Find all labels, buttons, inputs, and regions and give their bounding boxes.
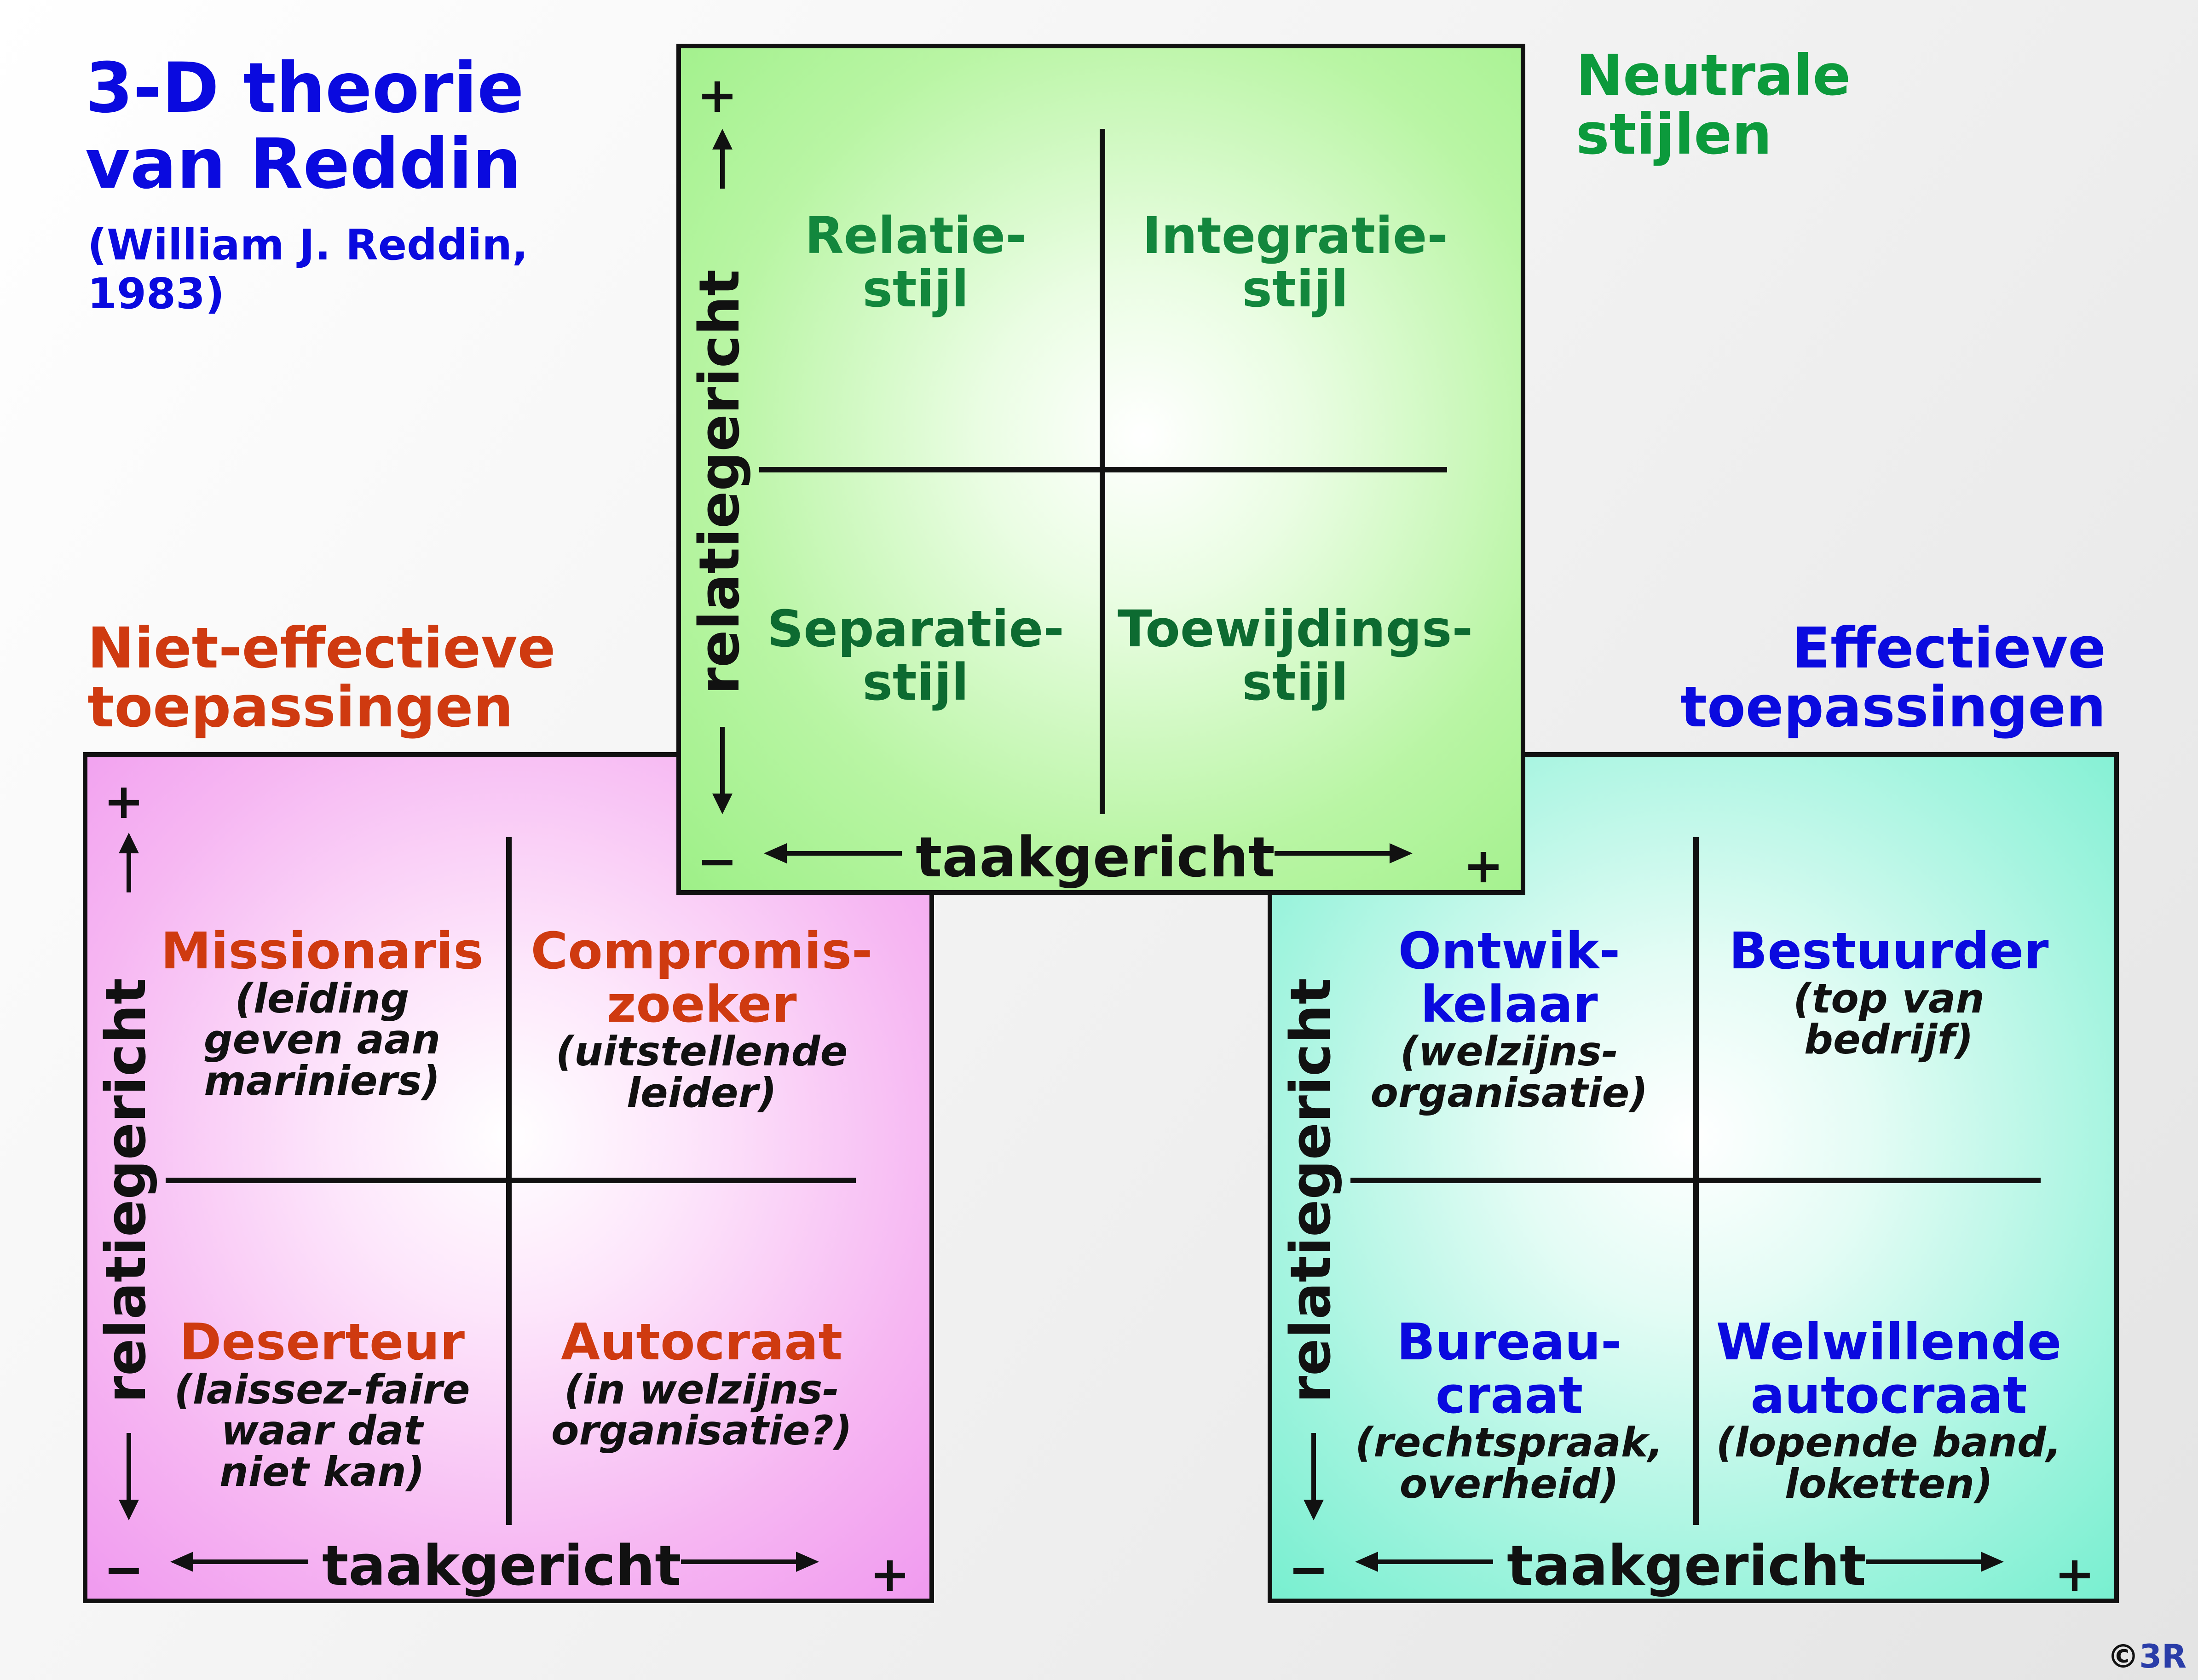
- style-note-1: (welzijns-: [1400, 1028, 1619, 1075]
- neutral-heading-line2: stijlen: [1576, 102, 1772, 167]
- quadrant-ontwikkelaar: Ontwik- kelaar (welzijns- organisatie): [1334, 921, 1684, 1116]
- style-name-2: stijl: [1242, 259, 1349, 318]
- title-line1: 3-D theorie: [85, 48, 524, 128]
- style-note-3: niet kan): [219, 1448, 425, 1496]
- arrow-down-icon: [712, 727, 733, 814]
- quadrant-relatiestijl: Relatie- stijl: [741, 209, 1090, 316]
- quadrant-integratiestijl: Integratie- stijl: [1111, 209, 1479, 316]
- effective-heading: Effectieve toepassingen: [1680, 619, 2106, 736]
- style-note-1: (in welzijns-: [564, 1365, 839, 1413]
- style-name-1: Toewijdings-: [1117, 599, 1473, 658]
- ineffective-heading: Niet-effectieve toepassingen: [87, 619, 555, 736]
- style-name: Bestuurder: [1729, 921, 2049, 980]
- y-axis-label: relatiegericht: [94, 978, 158, 1403]
- subtitle-line2: 1983): [87, 269, 225, 318]
- arrow-left-icon: [170, 1552, 308, 1572]
- effective-heading-line1: Effectieve: [1792, 616, 2106, 681]
- style-name-1: Separatie-: [767, 599, 1064, 658]
- style-name: Autocraat: [560, 1312, 843, 1371]
- arrow-down-icon: [1304, 1433, 1324, 1520]
- style-note-1: (leiding: [235, 974, 410, 1022]
- style-name-2: craat: [1435, 1365, 1583, 1425]
- style-note-2: leider): [626, 1069, 777, 1116]
- subtitle-line1: (William J. Reddin,: [87, 220, 528, 270]
- style-name-2: stijl: [1242, 652, 1349, 712]
- title-line2: van Reddin: [85, 124, 522, 204]
- arrow-right-icon: [1866, 1552, 2004, 1572]
- quadrant-separatiestijl: Separatie- stijl: [741, 599, 1090, 712]
- y-axis-label: relatiegericht: [1279, 978, 1343, 1403]
- style-name-1: Ontwik-: [1398, 921, 1621, 980]
- style-name-1: Integratie-: [1142, 206, 1448, 265]
- style-note-2: organisatie): [1370, 1069, 1648, 1116]
- y-axis-label: relatiegericht: [688, 269, 752, 695]
- style-note-2: geven aan: [203, 1016, 441, 1064]
- vertical-axis-line: [1693, 837, 1699, 1525]
- style-name-2: stijl: [862, 259, 969, 318]
- x-plus-sign: +: [2054, 1546, 2095, 1602]
- x-minus-sign: −: [697, 833, 738, 889]
- ineffective-heading-line2: toepassingen: [87, 674, 513, 740]
- arrow-left-icon: [1355, 1552, 1493, 1572]
- style-note-2: loketten): [1784, 1460, 1993, 1507]
- x-axis-label: taakgericht: [322, 1534, 681, 1598]
- quadrant-toewijdingsstijl: Toewijdings- stijl: [1111, 599, 1479, 712]
- style-name-1: Compromis-: [531, 921, 873, 980]
- style-note-1: (top van: [1793, 974, 1985, 1022]
- quadrant-welwillende-autocraat: Welwillende autocraat (lopende band, lok…: [1705, 1312, 2073, 1507]
- style-name-2: autocraat: [1750, 1365, 2027, 1425]
- quadrant-compromiszoeker: Compromis- zoeker (uitstellende leider): [518, 921, 886, 1116]
- style-name-2: zoeker: [606, 974, 797, 1034]
- x-minus-sign: −: [1288, 1542, 1329, 1598]
- quadrant-deserteur: Deserteur (laissez-faire waar dat niet k…: [147, 1312, 497, 1496]
- vertical-axis-line: [1100, 129, 1105, 814]
- arrow-right-icon: [681, 1552, 819, 1572]
- style-note-1: (rechtspraak,: [1355, 1419, 1663, 1466]
- style-name: Deserteur: [179, 1312, 465, 1371]
- x-plus-sign: +: [1463, 838, 1504, 894]
- style-name-2: kelaar: [1420, 974, 1598, 1034]
- y-plus-sign: +: [104, 773, 144, 829]
- style-note-1: (laissez-faire: [174, 1365, 470, 1413]
- style-note-2: overheid): [1399, 1460, 1619, 1507]
- arrow-left-icon: [764, 843, 902, 863]
- style-name-1: Welwillende: [1716, 1312, 2062, 1371]
- style-note-2: bedrijf): [1804, 1016, 1973, 1064]
- style-note-2: organisatie?): [551, 1407, 852, 1455]
- arrow-right-icon: [1275, 843, 1413, 863]
- neutral-panel: + relatiegericht − taakgericht + Relatie…: [676, 44, 1525, 895]
- diagram-title: 3-D theorie van Reddin: [85, 51, 524, 202]
- style-name: Missionaris: [161, 921, 484, 980]
- copyright-symbol: ©: [2107, 1638, 2140, 1675]
- arrow-up-icon: [119, 833, 139, 892]
- quadrant-missionaris: Missionaris (leiding geven aan mariniers…: [147, 921, 497, 1105]
- x-minus-sign: −: [104, 1542, 144, 1598]
- x-axis-label: taakgericht: [916, 826, 1275, 890]
- copyright-mark: ©3R: [2107, 1638, 2186, 1675]
- style-note-2: waar dat: [221, 1407, 423, 1455]
- style-note-3: mariniers): [204, 1057, 440, 1105]
- style-name-2: stijl: [862, 652, 969, 712]
- quadrant-bestuurder: Bestuurder (top van bedrijf): [1705, 921, 2073, 1064]
- vertical-axis-line: [506, 837, 512, 1525]
- style-note-1: (lopende band,: [1716, 1419, 2062, 1466]
- style-note-1: (uitstellende: [555, 1028, 848, 1075]
- x-axis-label: taakgericht: [1507, 1534, 1866, 1598]
- neutral-styles-heading: Neutrale stijlen: [1576, 46, 1851, 164]
- x-plus-sign: +: [870, 1546, 910, 1602]
- style-name-1: Bureau-: [1396, 1312, 1622, 1371]
- diagram-subtitle: (William J. Reddin, 1983): [87, 221, 528, 318]
- arrow-up-icon: [712, 129, 733, 189]
- neutral-heading-line1: Neutrale: [1576, 43, 1851, 108]
- y-plus-sign: +: [697, 67, 738, 123]
- style-name-1: Relatie-: [805, 206, 1027, 265]
- brand-logo: 3R: [2139, 1638, 2186, 1675]
- arrow-down-icon: [119, 1433, 139, 1520]
- effective-heading-line2: toepassingen: [1680, 674, 2106, 740]
- quadrant-bureaucraat: Bureau- craat (rechtspraak, overheid): [1334, 1312, 1684, 1507]
- quadrant-autocraat: Autocraat (in welzijns- organisatie?): [518, 1312, 886, 1455]
- ineffective-heading-line1: Niet-effectieve: [87, 616, 556, 681]
